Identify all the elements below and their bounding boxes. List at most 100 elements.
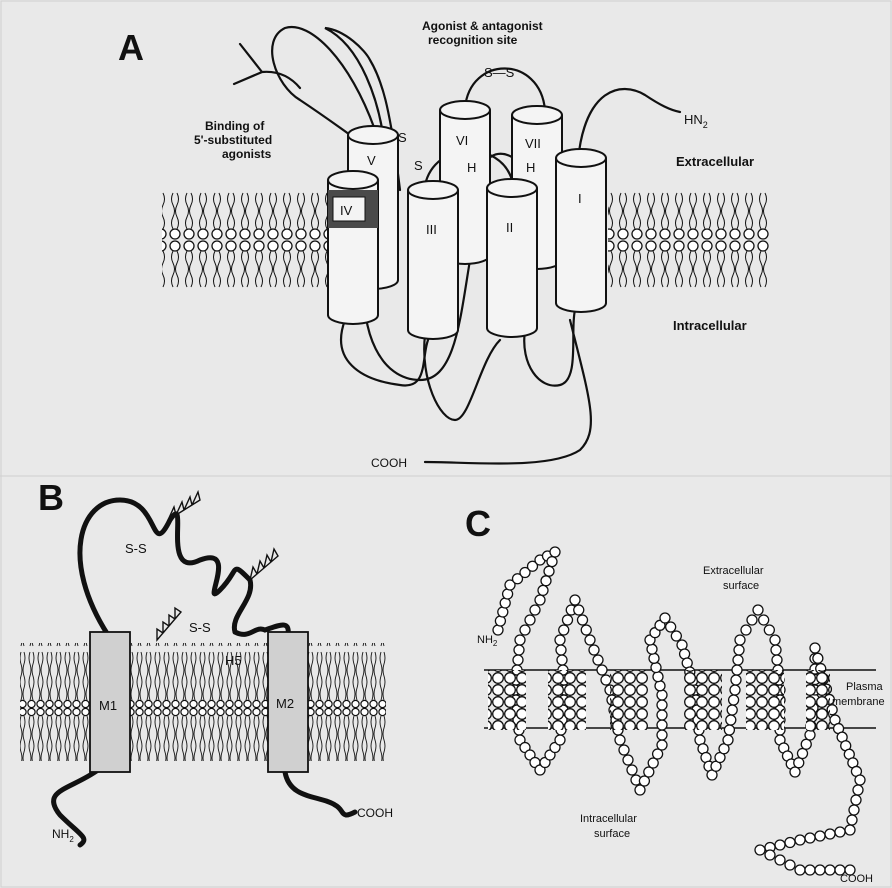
residue-bead <box>530 605 540 615</box>
residue-bead <box>727 705 737 715</box>
residue-bead <box>851 795 861 805</box>
residue-bead <box>657 700 667 710</box>
residue-bead <box>513 655 523 665</box>
h5-label: H5 <box>225 653 242 668</box>
residue-bead <box>794 758 804 768</box>
helix-label-iii: III <box>426 222 437 237</box>
residue-bead <box>765 850 775 860</box>
tm-helix-2 <box>548 670 586 730</box>
m2-label: M2 <box>276 696 294 711</box>
residue-bead <box>847 815 857 825</box>
residue-bead <box>649 653 659 663</box>
residue-bead <box>555 735 565 745</box>
cooh-label-b: COOH <box>357 806 393 820</box>
binding-label-line2: 5'-substituted <box>194 133 272 147</box>
residue-bead <box>845 825 855 835</box>
residue-bead <box>726 715 736 725</box>
helix-iii <box>408 181 458 339</box>
tm-helix-6 <box>806 670 830 730</box>
residue-bead <box>724 725 734 735</box>
panel-c-letter: C <box>465 503 491 544</box>
helix-iv <box>328 171 378 324</box>
residue-bead <box>753 605 763 615</box>
recognition-site-label-line2: recognition site <box>428 33 518 47</box>
residue-bead <box>798 749 808 759</box>
residue-bead <box>550 547 560 557</box>
helix-label-v: V <box>367 153 376 168</box>
residue-bead <box>741 625 751 635</box>
residue-bead <box>723 735 733 745</box>
tm-helix-1 <box>488 670 526 730</box>
tm-helix-5 <box>746 670 784 730</box>
binding-label-line1: Binding of <box>205 119 265 133</box>
residue-bead <box>849 805 859 815</box>
residue-bead <box>555 635 565 645</box>
residue-bead <box>734 645 744 655</box>
intracellular-surface-line1: Intracellular <box>580 813 637 825</box>
residue-bead <box>770 635 780 645</box>
residue-bead <box>732 665 742 675</box>
s-label-upper: S <box>398 130 407 145</box>
panel-a-letter: A <box>118 27 144 68</box>
residue-bead <box>574 605 584 615</box>
residue-bead <box>547 557 557 567</box>
residue-bead <box>805 833 815 843</box>
ss-label-2: S-S <box>189 620 211 635</box>
residue-bead <box>835 827 845 837</box>
residue-bead <box>801 739 811 749</box>
residue-bead <box>615 735 625 745</box>
plasma-membrane-line1: Plasma <box>846 681 884 693</box>
helix-label-vi: VI <box>456 133 468 148</box>
residue-bead <box>538 585 548 595</box>
residue-bead <box>825 829 835 839</box>
residue-bead <box>657 720 667 730</box>
residue-bead <box>655 681 665 691</box>
helix-i <box>556 149 606 312</box>
residue-bead <box>525 615 535 625</box>
residue-bead <box>601 675 611 685</box>
residue-bead <box>657 730 667 740</box>
m1-label: M1 <box>99 698 117 713</box>
helix-label-iv: IV <box>340 203 353 218</box>
intracellular-label: Intracellular <box>673 318 747 333</box>
c-terminus-label: COOH <box>371 456 407 470</box>
residue-bead <box>660 613 670 623</box>
cooh-label-c: COOH <box>840 873 873 885</box>
s-label-lower: S <box>414 158 423 173</box>
residue-bead <box>772 655 782 665</box>
residue-bead <box>764 625 774 635</box>
residue-bead <box>813 653 823 663</box>
residue-bead <box>815 831 825 841</box>
extracellular-label: Extracellular <box>676 154 754 169</box>
tm-helix-3 <box>610 670 648 730</box>
residue-bead <box>853 785 863 795</box>
residue-bead <box>815 865 825 875</box>
residue-bead <box>563 615 573 625</box>
residue-bead <box>514 645 524 655</box>
residue-bead <box>747 615 757 625</box>
residue-bead <box>733 655 743 665</box>
residue-bead <box>735 635 745 645</box>
residue-bead <box>535 595 545 605</box>
residue-bead <box>855 775 865 785</box>
recognition-site-label-line1: Agonist & antagonist <box>422 19 543 33</box>
residue-bead <box>657 710 667 720</box>
plasma-membrane-line2: membrane <box>832 696 885 708</box>
residue-bead <box>619 745 629 755</box>
residue-bead <box>731 675 741 685</box>
panel-b-letter: B <box>38 477 64 518</box>
residue-bead <box>578 615 588 625</box>
intracellular-surface-line2: surface <box>594 828 630 840</box>
residue-bead <box>541 576 551 586</box>
residue-bead <box>805 865 815 875</box>
h-label-2: H <box>526 160 535 175</box>
residue-bead <box>597 665 607 675</box>
residue-bead <box>790 767 800 777</box>
residue-bead <box>775 840 785 850</box>
membrane-left <box>162 178 330 298</box>
residue-bead <box>795 865 805 875</box>
extracellular-surface-line1: Extracellular <box>703 565 764 577</box>
residue-bead <box>785 838 795 848</box>
